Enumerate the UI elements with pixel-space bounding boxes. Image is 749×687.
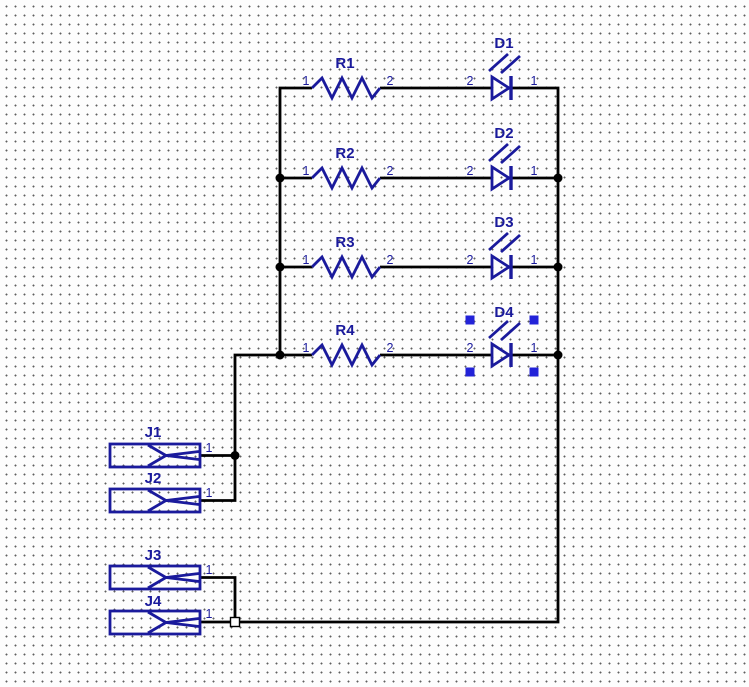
pin-number: 1 <box>303 164 310 178</box>
junction-dots <box>230 173 563 460</box>
ref-designator[interactable]: D4 <box>494 304 514 321</box>
connector-chevron-icon <box>147 443 200 468</box>
pin-number: 1 <box>303 74 310 88</box>
selection-handle[interactable] <box>529 367 539 377</box>
led-symbol <box>490 74 512 102</box>
led-symbol <box>490 341 512 369</box>
ref-designator[interactable]: R4 <box>335 322 355 339</box>
led-light-rays-icon <box>488 142 521 165</box>
connector-body <box>108 442 202 469</box>
pin-number: 2 <box>387 253 394 267</box>
connector-chevron-icon <box>147 488 200 513</box>
pin-number: 1 <box>206 563 213 577</box>
connector-body <box>108 487 202 514</box>
pin-number: 1 <box>303 341 310 355</box>
connector-J3[interactable]: J3 1 <box>108 547 213 591</box>
pin-number: 2 <box>467 341 474 355</box>
junction-dot <box>275 262 285 272</box>
pin-number: 1 <box>206 486 213 500</box>
led-light-rays-icon <box>488 52 521 75</box>
ref-designator[interactable]: J3 <box>145 547 162 564</box>
ref-designator[interactable]: R1 <box>335 55 354 72</box>
pin-number: 2 <box>387 164 394 178</box>
pin-number: 1 <box>206 607 213 621</box>
selection-handle[interactable] <box>465 315 475 325</box>
pin-number: 2 <box>467 74 474 88</box>
wire[interactable] <box>278 86 312 355</box>
led-light-rays-icon <box>488 231 521 254</box>
connector-body <box>108 609 202 636</box>
pin-number: 1 <box>206 441 213 455</box>
ref-designator[interactable]: D1 <box>494 35 513 52</box>
ref-designator[interactable]: J1 <box>145 424 162 441</box>
junction-dot <box>275 173 285 183</box>
ref-designator[interactable]: R3 <box>335 234 354 251</box>
wire-joint-marker[interactable] <box>229 616 241 628</box>
resistor-R2[interactable]: R2 1 2 <box>303 145 394 192</box>
pin-number: 2 <box>467 253 474 267</box>
resistor-R1[interactable]: R1 1 2 <box>303 55 394 102</box>
selection-handle[interactable] <box>529 315 539 325</box>
wire[interactable] <box>200 576 237 623</box>
ref-designator[interactable]: D3 <box>494 214 513 231</box>
junction-dot <box>275 350 285 360</box>
pin-number: 1 <box>531 253 538 267</box>
pin-number: 2 <box>467 164 474 178</box>
connector-chevron-icon <box>147 610 200 635</box>
selection-handle[interactable] <box>465 367 475 377</box>
ref-designator[interactable]: J2 <box>145 470 162 487</box>
junction-dot <box>553 173 563 183</box>
pin-number: 1 <box>303 253 310 267</box>
wire[interactable] <box>200 353 280 502</box>
led-D3[interactable]: D3 2 1 <box>467 214 538 281</box>
connector-J1[interactable]: J1 1 <box>108 424 213 469</box>
connector-J2[interactable]: J2 1 <box>108 470 213 514</box>
led-symbol <box>490 164 512 192</box>
resistor-symbol <box>311 164 382 192</box>
pin-number: 2 <box>387 74 394 88</box>
pin-number: 1 <box>531 164 538 178</box>
ref-designator[interactable]: J4 <box>145 593 162 610</box>
pin-number: 1 <box>531 74 538 88</box>
connector-J4[interactable]: J4 1 <box>108 593 213 636</box>
led-symbol <box>490 253 512 281</box>
connector-body <box>108 564 202 591</box>
junction-dot <box>553 350 563 360</box>
ref-designator[interactable]: R2 <box>335 145 354 162</box>
led-light-rays-icon <box>488 319 521 342</box>
pin-number: 1 <box>531 341 538 355</box>
led-D1[interactable]: D1 2 1 <box>467 35 538 102</box>
junction-dot <box>230 451 240 460</box>
wires <box>200 86 560 624</box>
ref-designator[interactable]: D2 <box>494 125 513 142</box>
resistor-symbol <box>311 341 382 369</box>
led-D4[interactable]: D4 2 1 <box>465 304 539 377</box>
connector-chevron-icon <box>147 565 200 590</box>
junction-dot <box>553 262 563 272</box>
pin-number: 2 <box>387 341 394 355</box>
resistor-symbol <box>311 253 382 281</box>
led-D2[interactable]: D2 2 1 <box>467 125 538 192</box>
resistor-R4[interactable]: R4 1 2 <box>303 322 394 369</box>
resistor-R3[interactable]: R3 1 2 <box>303 234 394 281</box>
resistor-symbol <box>311 74 382 102</box>
